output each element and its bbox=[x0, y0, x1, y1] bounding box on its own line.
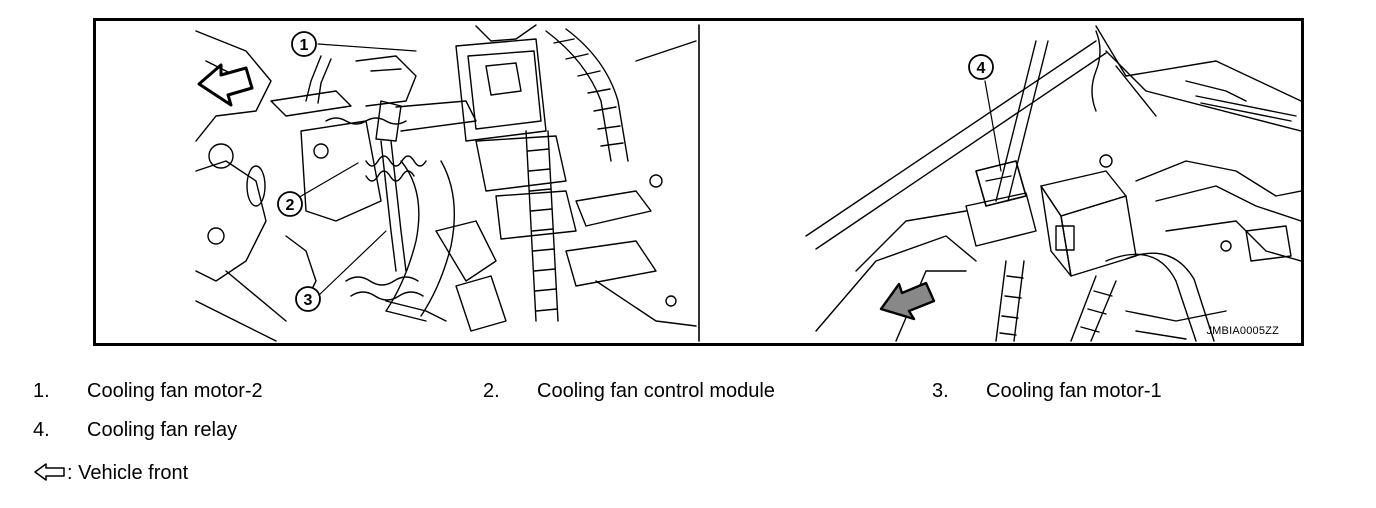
svg-text:2: 2 bbox=[286, 197, 295, 214]
legend-number: 1. bbox=[33, 380, 50, 402]
engine-bay-illustration: 1 2 3 bbox=[195, 24, 1301, 342]
svg-text:3: 3 bbox=[304, 292, 313, 309]
legend-number: 2. bbox=[483, 380, 500, 402]
vehicle-front-label: : Vehicle front bbox=[67, 462, 189, 484]
right-panel-drawing: 4 bbox=[805, 25, 1301, 342]
callout-3: 3 bbox=[295, 286, 321, 312]
legend-text: Cooling fan control module bbox=[537, 380, 775, 402]
legend-number: 3. bbox=[932, 380, 949, 402]
figure-code: JMBIA0005ZZ bbox=[1206, 325, 1279, 337]
legend-text: Cooling fan relay bbox=[87, 419, 238, 441]
legend-text: Cooling fan motor-2 bbox=[87, 380, 263, 402]
svg-text:4: 4 bbox=[977, 60, 986, 77]
callout-4: 4 bbox=[968, 54, 994, 80]
vehicle-front-note: : Vehicle front bbox=[33, 462, 188, 485]
legend-text: Cooling fan motor-1 bbox=[986, 380, 1162, 402]
left-panel-drawing: 1 2 3 bbox=[195, 24, 697, 342]
callout-2: 2 bbox=[277, 191, 303, 217]
callout-1: 1 bbox=[291, 31, 317, 57]
vehicle-front-arrow-down-left bbox=[879, 281, 936, 321]
illustration-frame: 1 2 3 bbox=[93, 18, 1304, 346]
svg-text:1: 1 bbox=[300, 37, 309, 54]
legend-number: 4. bbox=[33, 419, 50, 441]
hollow-left-arrow-icon bbox=[34, 463, 65, 481]
vehicle-front-arrow-left bbox=[197, 63, 254, 107]
